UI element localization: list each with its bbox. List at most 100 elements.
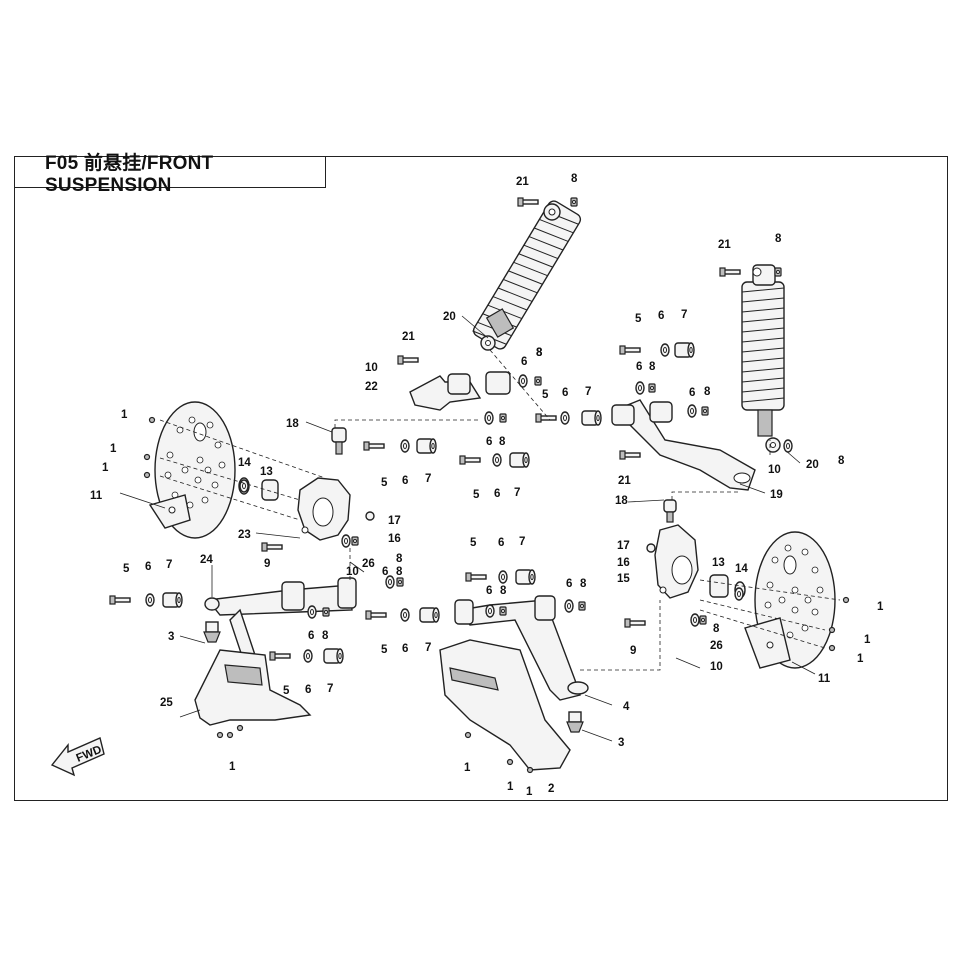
callout-6: 6	[145, 561, 151, 573]
callout-24: 24	[200, 554, 213, 566]
callout-5: 5	[123, 563, 130, 575]
forward-direction-arrow: FWD	[50, 737, 105, 777]
callout-8: 8	[396, 553, 403, 565]
callout-6: 6	[498, 537, 504, 549]
callout-18: 18	[286, 418, 299, 430]
left-steering-knuckle	[238, 477, 351, 541]
callout-4: 4	[623, 701, 630, 713]
callout-7: 7	[585, 386, 591, 398]
right-brake-disc	[744, 531, 836, 669]
callout-6: 6	[486, 436, 492, 448]
callout-7: 7	[425, 642, 431, 654]
callout-6: 6	[658, 310, 664, 322]
callout-1: 1	[102, 462, 109, 474]
callout-20: 20	[443, 311, 456, 323]
assembly-lines	[159, 349, 841, 671]
right-upper-a-arm	[611, 399, 756, 491]
callout-8: 8	[571, 173, 578, 185]
left-upper-a-arm	[409, 371, 511, 411]
callout-22: 22	[365, 381, 378, 393]
callout-7: 7	[514, 487, 520, 499]
callout-14: 14	[238, 457, 251, 469]
callout-26: 26	[362, 558, 375, 570]
callout-3: 3	[618, 737, 624, 749]
callout-6: 6	[636, 361, 642, 373]
callout-labels: 21 8 21 8 20 8 21 10 22 6 8 5 6 7 6 8 5 …	[90, 173, 884, 798]
right-tie-rod-end	[663, 499, 677, 523]
callout-5: 5	[542, 389, 549, 401]
callout-8: 8	[322, 630, 329, 642]
callout-1: 1	[121, 409, 128, 421]
callout-1: 1	[229, 761, 236, 773]
callout-16: 16	[617, 557, 630, 569]
left-arm-guard	[194, 649, 312, 726]
callout-1: 1	[526, 786, 533, 798]
callout-1: 1	[877, 601, 884, 613]
callout-7: 7	[166, 559, 172, 571]
callout-6: 6	[305, 684, 311, 696]
callout-10: 10	[768, 464, 781, 476]
callout-1: 1	[864, 634, 871, 646]
callout-21: 21	[718, 239, 731, 251]
callout-25: 25	[160, 697, 173, 709]
callout-2: 2	[548, 783, 554, 795]
callout-1: 1	[507, 781, 514, 793]
callout-6: 6	[494, 488, 500, 500]
callout-5: 5	[381, 477, 388, 489]
callout-1: 1	[464, 762, 471, 774]
title-box: F05 前悬挂/FRONT SUSPENSION	[14, 153, 326, 196]
callout-5: 5	[283, 685, 290, 697]
callout-21: 21	[516, 176, 529, 188]
callout-17: 17	[617, 540, 630, 552]
left-brake-disc	[148, 401, 236, 539]
right-lower-a-arm	[454, 595, 589, 701]
right-steering-knuckle	[654, 524, 746, 599]
callout-6: 6	[402, 475, 408, 487]
callout-7: 7	[425, 473, 431, 485]
right-arm-guard	[439, 639, 571, 771]
callout-1: 1	[857, 653, 864, 665]
callout-10: 10	[346, 566, 359, 578]
callout-26: 26	[710, 640, 723, 652]
callout-8: 8	[500, 585, 507, 597]
callout-9: 9	[630, 645, 636, 657]
callout-20: 20	[806, 459, 819, 471]
callout-7: 7	[681, 309, 687, 321]
callout-6: 6	[402, 643, 408, 655]
callout-23: 23	[238, 529, 251, 541]
callout-6: 6	[562, 387, 568, 399]
callout-8: 8	[580, 578, 587, 590]
callout-21: 21	[618, 475, 631, 487]
callout-7: 7	[327, 683, 333, 695]
callout-10: 10	[365, 362, 378, 374]
right-ball-joint	[566, 711, 584, 733]
callout-8: 8	[775, 233, 782, 245]
callout-11: 11	[90, 490, 103, 502]
callout-6: 6	[689, 387, 695, 399]
left-shock-absorber	[472, 200, 582, 351]
callout-21: 21	[402, 331, 415, 343]
callout-19: 19	[770, 489, 783, 501]
callout-8: 8	[536, 347, 543, 359]
callout-8: 8	[536, 347, 543, 359]
diagram-frame	[14, 156, 948, 801]
callout-9: 9	[264, 558, 270, 570]
callout-17: 17	[388, 515, 401, 527]
callout-5: 5	[473, 489, 480, 501]
callout-3: 3	[168, 631, 174, 643]
callout-13: 13	[712, 557, 725, 569]
callout-8: 8	[704, 386, 711, 398]
callout-1: 1	[110, 443, 117, 455]
hardware	[109, 197, 850, 774]
callout-18: 18	[615, 495, 628, 507]
callout-16: 16	[388, 533, 401, 545]
leader-lines	[119, 315, 816, 742]
callout-6: 6	[566, 578, 572, 590]
callout-8: 8	[396, 566, 403, 578]
callout-8: 8	[649, 361, 656, 373]
callout-8: 8	[499, 436, 506, 448]
callout-8: 8	[838, 455, 845, 467]
left-ball-joint	[203, 621, 221, 643]
callout-7: 7	[519, 536, 525, 548]
